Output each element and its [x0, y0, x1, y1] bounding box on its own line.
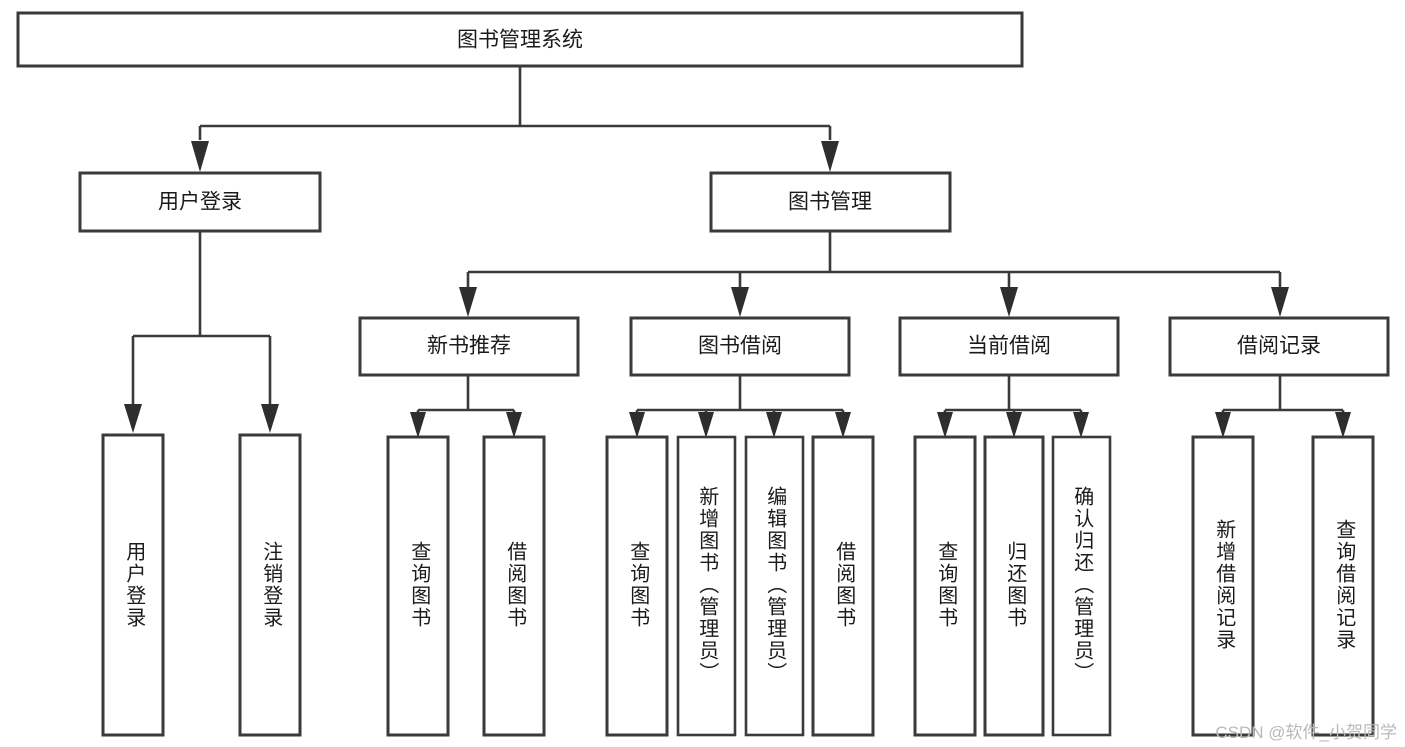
- node-leaf-add-book-box[interactable]: [676, 435, 737, 737]
- node-leaf-query-book-2[interactable]: 查询图书: [605, 435, 669, 737]
- node-leaf-query-book-2-label: 查询图书: [627, 541, 650, 629]
- node-book-manage-label: 图书管理: [788, 191, 872, 214]
- arrow-to-leaf-query-book-1: [410, 412, 426, 438]
- node-borrow-record-box[interactable]: [1168, 316, 1390, 377]
- node-leaf-borrow-book-2-box[interactable]: [811, 435, 875, 737]
- node-root[interactable]: 图书管理系统: [16, 11, 1024, 68]
- node-leaf-edit-book-label: 编辑图书（管理员）: [764, 486, 787, 684]
- node-current-borrow-label: 当前借阅: [967, 335, 1051, 358]
- node-leaf-query-book-3-label: 查询图书: [935, 541, 958, 629]
- node-leaf-edit-book-box[interactable]: [744, 435, 805, 737]
- node-leaf-return-book[interactable]: 归还图书: [983, 435, 1045, 737]
- connector-group-book-borrow: [629, 375, 851, 438]
- arrow-to-book-manage: [821, 141, 839, 172]
- node-leaf-add-book[interactable]: 新增图书（管理员）: [676, 435, 737, 737]
- node-leaf-return-book-label: 归还图书: [1004, 541, 1027, 629]
- connector-group-user-login: [124, 231, 279, 433]
- node-root-box[interactable]: [16, 11, 1024, 68]
- arrow-to-borrow-record: [1271, 287, 1289, 317]
- arrow-to-leaf-user-logout: [261, 404, 279, 433]
- arrow-to-new-book-recommend: [459, 287, 477, 317]
- arrow-to-leaf-edit-book: [766, 412, 782, 438]
- node-leaf-confirm-return[interactable]: 确认归还（管理员）: [1051, 435, 1112, 737]
- node-borrow-record-label: 借阅记录: [1237, 335, 1321, 358]
- node-root-label: 图书管理系统: [457, 29, 583, 52]
- node-leaf-borrow-book-1-label: 借阅图书: [504, 541, 527, 629]
- node-new-book-recommend[interactable]: 新书推荐: [358, 316, 580, 377]
- node-leaf-borrow-book-1[interactable]: 借阅图书: [482, 435, 546, 737]
- node-book-borrow[interactable]: 图书借阅: [629, 316, 851, 377]
- arrow-to-leaf-query-book-3: [937, 412, 953, 438]
- arrow-to-leaf-user-login: [124, 404, 142, 433]
- node-leaf-query-book-2-box[interactable]: [605, 435, 669, 737]
- arrow-to-leaf-add-record: [1215, 412, 1231, 438]
- connector-group-book-manage: [459, 231, 1289, 317]
- arrow-to-leaf-borrow-book-2: [835, 412, 851, 438]
- node-leaf-return-book-box[interactable]: [983, 435, 1045, 737]
- node-leaf-add-book-label: 新增图书（管理员）: [696, 486, 719, 684]
- node-leaf-user-logout-box[interactable]: [238, 433, 302, 737]
- node-leaf-query-book-1-box[interactable]: [386, 435, 450, 737]
- node-leaf-confirm-return-label: 确认归还（管理员）: [1071, 486, 1094, 684]
- node-leaf-query-record[interactable]: 查询借阅记录: [1311, 435, 1375, 737]
- node-current-borrow-box[interactable]: [898, 316, 1120, 377]
- node-leaf-query-book-1-label: 查询图书: [408, 541, 431, 629]
- connector-group-new-book-recommend: [410, 375, 522, 438]
- watermark-text: CSDN @软件_小贺同学: [1215, 723, 1397, 742]
- arrow-to-user-login: [191, 141, 209, 172]
- node-new-book-recommend-label: 新书推荐: [427, 335, 511, 358]
- node-borrow-record[interactable]: 借阅记录: [1168, 316, 1390, 377]
- node-leaf-user-login[interactable]: 用户登录: [101, 433, 165, 737]
- arrow-to-leaf-query-record: [1335, 412, 1351, 438]
- node-leaf-edit-book[interactable]: 编辑图书（管理员）: [744, 435, 805, 737]
- node-book-borrow-box[interactable]: [629, 316, 851, 377]
- node-leaf-query-record-box[interactable]: [1311, 435, 1375, 737]
- node-leaf-user-login-box[interactable]: [101, 433, 165, 737]
- node-leaf-query-record-label: 查询借阅记录: [1333, 519, 1356, 651]
- connector-group-current-borrow: [937, 375, 1089, 438]
- connector-group-root: [191, 66, 839, 172]
- node-book-borrow-label: 图书借阅: [698, 335, 782, 358]
- node-leaf-query-book-3-box[interactable]: [913, 435, 977, 737]
- node-user-login[interactable]: 用户登录: [78, 171, 322, 233]
- node-book-manage[interactable]: 图书管理: [709, 171, 952, 233]
- arrow-to-leaf-confirm-return: [1073, 412, 1089, 438]
- node-leaf-add-record-box[interactable]: [1191, 435, 1255, 737]
- arrow-to-leaf-borrow-book-1: [506, 412, 522, 438]
- node-leaf-user-login-label: 用户登录: [123, 541, 146, 629]
- arrow-to-leaf-return-book: [1006, 412, 1022, 438]
- arrow-to-current-borrow: [1000, 287, 1018, 317]
- arrow-to-book-borrow: [731, 287, 749, 317]
- node-leaf-user-logout-label: 注销登录: [260, 541, 283, 629]
- node-book-manage-box[interactable]: [709, 171, 952, 233]
- node-current-borrow[interactable]: 当前借阅: [898, 316, 1120, 377]
- node-user-login-label: 用户登录: [158, 191, 242, 214]
- node-leaf-add-record[interactable]: 新增借阅记录: [1191, 435, 1255, 737]
- node-leaf-query-book-3[interactable]: 查询图书: [913, 435, 977, 737]
- node-leaf-borrow-book-2-label: 借阅图书: [833, 541, 856, 629]
- connector-group-borrow-record: [1215, 375, 1351, 438]
- node-user-login-box[interactable]: [78, 171, 322, 233]
- node-leaf-confirm-return-box[interactable]: [1051, 435, 1112, 737]
- arrow-to-leaf-add-book: [698, 412, 714, 438]
- node-leaf-user-logout[interactable]: 注销登录: [238, 433, 302, 737]
- node-new-book-recommend-box[interactable]: [358, 316, 580, 377]
- node-leaf-add-record-label: 新增借阅记录: [1213, 519, 1236, 651]
- node-leaf-query-book-1[interactable]: 查询图书: [386, 435, 450, 737]
- node-leaf-borrow-book-1-box[interactable]: [482, 435, 546, 737]
- node-leaf-borrow-book-2[interactable]: 借阅图书: [811, 435, 875, 737]
- arrow-to-leaf-query-book-2: [629, 412, 645, 438]
